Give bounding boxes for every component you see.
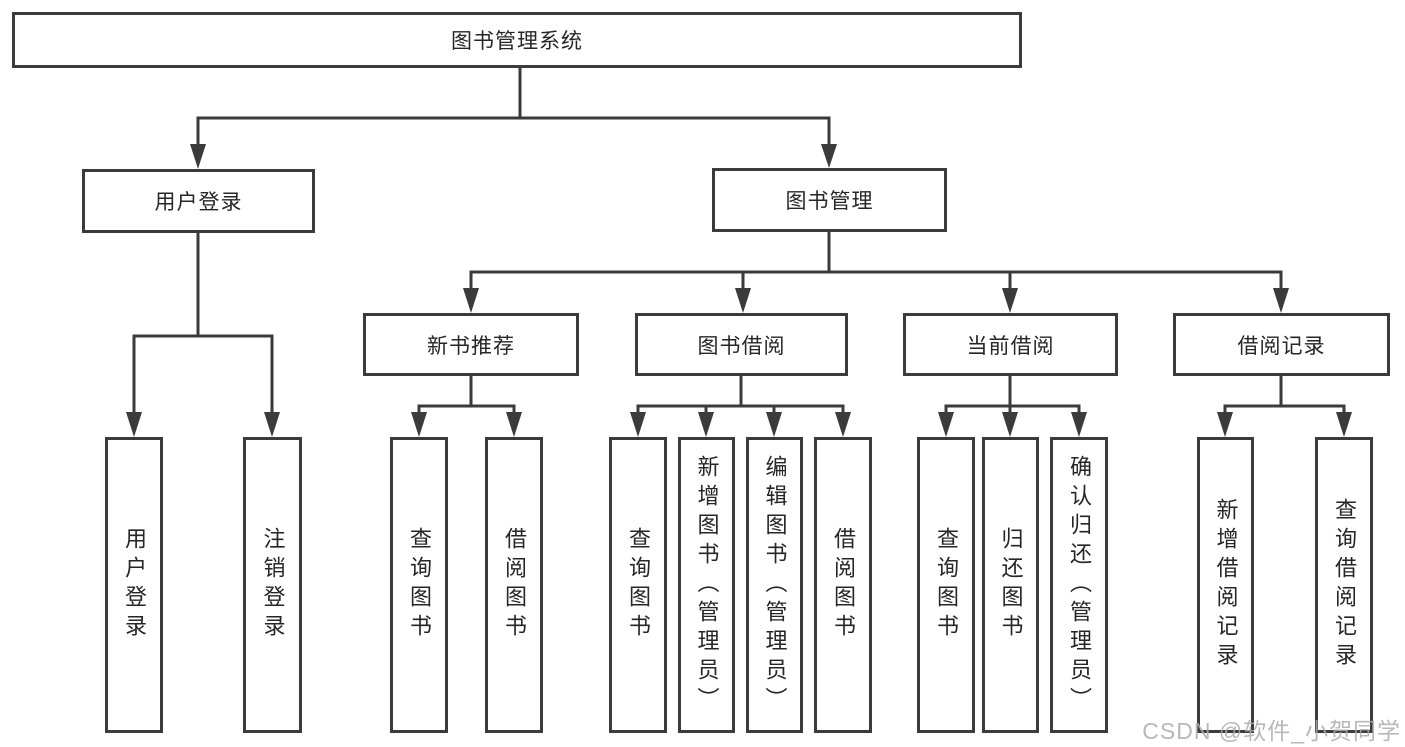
connector-book-management-branch [463, 230, 1289, 313]
leaf-query-books-borrow: 查询图书 [609, 437, 667, 733]
node-label: 借阅记录 [1237, 334, 1326, 358]
node-user-login: 用户登录 [82, 169, 315, 233]
leaf-label: 确认归还（管理员） [1067, 454, 1092, 716]
leaf-confirm-return-admin: 确认归还（管理员） [1050, 437, 1108, 733]
connector-user-login-branch [126, 231, 280, 437]
leaf-query-books-current: 查询图书 [917, 437, 975, 733]
leaf-label: 借阅图书 [831, 527, 856, 643]
leaf-label: 查询图书 [626, 527, 651, 643]
node-library-management-system: 图书管理系统 [12, 12, 1022, 68]
leaf-label: 编辑图书（管理员） [762, 454, 788, 716]
connector-borrow-record-branch [1217, 374, 1352, 437]
connector-current-borrow-branch [938, 374, 1087, 437]
connector-book-borrow-branch [630, 374, 851, 437]
leaf-return-books: 归还图书 [982, 437, 1039, 733]
leaf-query-borrow-record: 查询借阅记录 [1315, 437, 1373, 733]
leaf-add-borrow-record: 新增借阅记录 [1197, 437, 1254, 733]
leaf-label: 新增图书（管理员） [694, 454, 720, 716]
node-current-borrowing: 当前借阅 [903, 313, 1118, 376]
leaf-label: 查询借阅记录 [1332, 498, 1357, 672]
node-book-management: 图书管理 [712, 168, 947, 232]
node-book-borrowing: 图书借阅 [635, 313, 848, 376]
node-label: 图书管理 [785, 190, 874, 213]
leaf-label: 查询图书 [934, 527, 959, 643]
leaf-user-login: 用户登录 [105, 437, 163, 733]
connector-root-to-level2 [190, 66, 837, 169]
leaf-label: 新增借阅记录 [1213, 498, 1239, 672]
leaf-label: 查询图书 [407, 527, 432, 643]
node-new-book-recommendation: 新书推荐 [363, 313, 579, 376]
leaf-add-book-admin: 新增图书（管理员） [678, 437, 735, 733]
node-borrowing-records: 借阅记录 [1173, 313, 1390, 376]
leaf-label: 借阅图书 [502, 527, 527, 643]
leaf-label: 归还图书 [998, 527, 1024, 643]
leaf-label: 注销登录 [260, 527, 286, 643]
leaf-edit-book-admin: 编辑图书（管理员） [746, 437, 803, 733]
node-label: 图书借阅 [697, 334, 786, 358]
leaf-logout: 注销登录 [243, 437, 302, 733]
node-label: 新书推荐 [427, 334, 515, 358]
node-label: 用户登录 [154, 191, 243, 214]
node-label: 图书管理系统 [451, 30, 583, 53]
connector-new-book-branch [411, 374, 522, 437]
node-label: 当前借阅 [966, 334, 1055, 358]
leaf-borrow-books: 借阅图书 [814, 437, 872, 733]
leaf-label: 用户登录 [122, 527, 147, 643]
leaf-borrow-books-recommend: 借阅图书 [485, 437, 543, 733]
leaf-query-books-recommend: 查询图书 [390, 437, 448, 733]
